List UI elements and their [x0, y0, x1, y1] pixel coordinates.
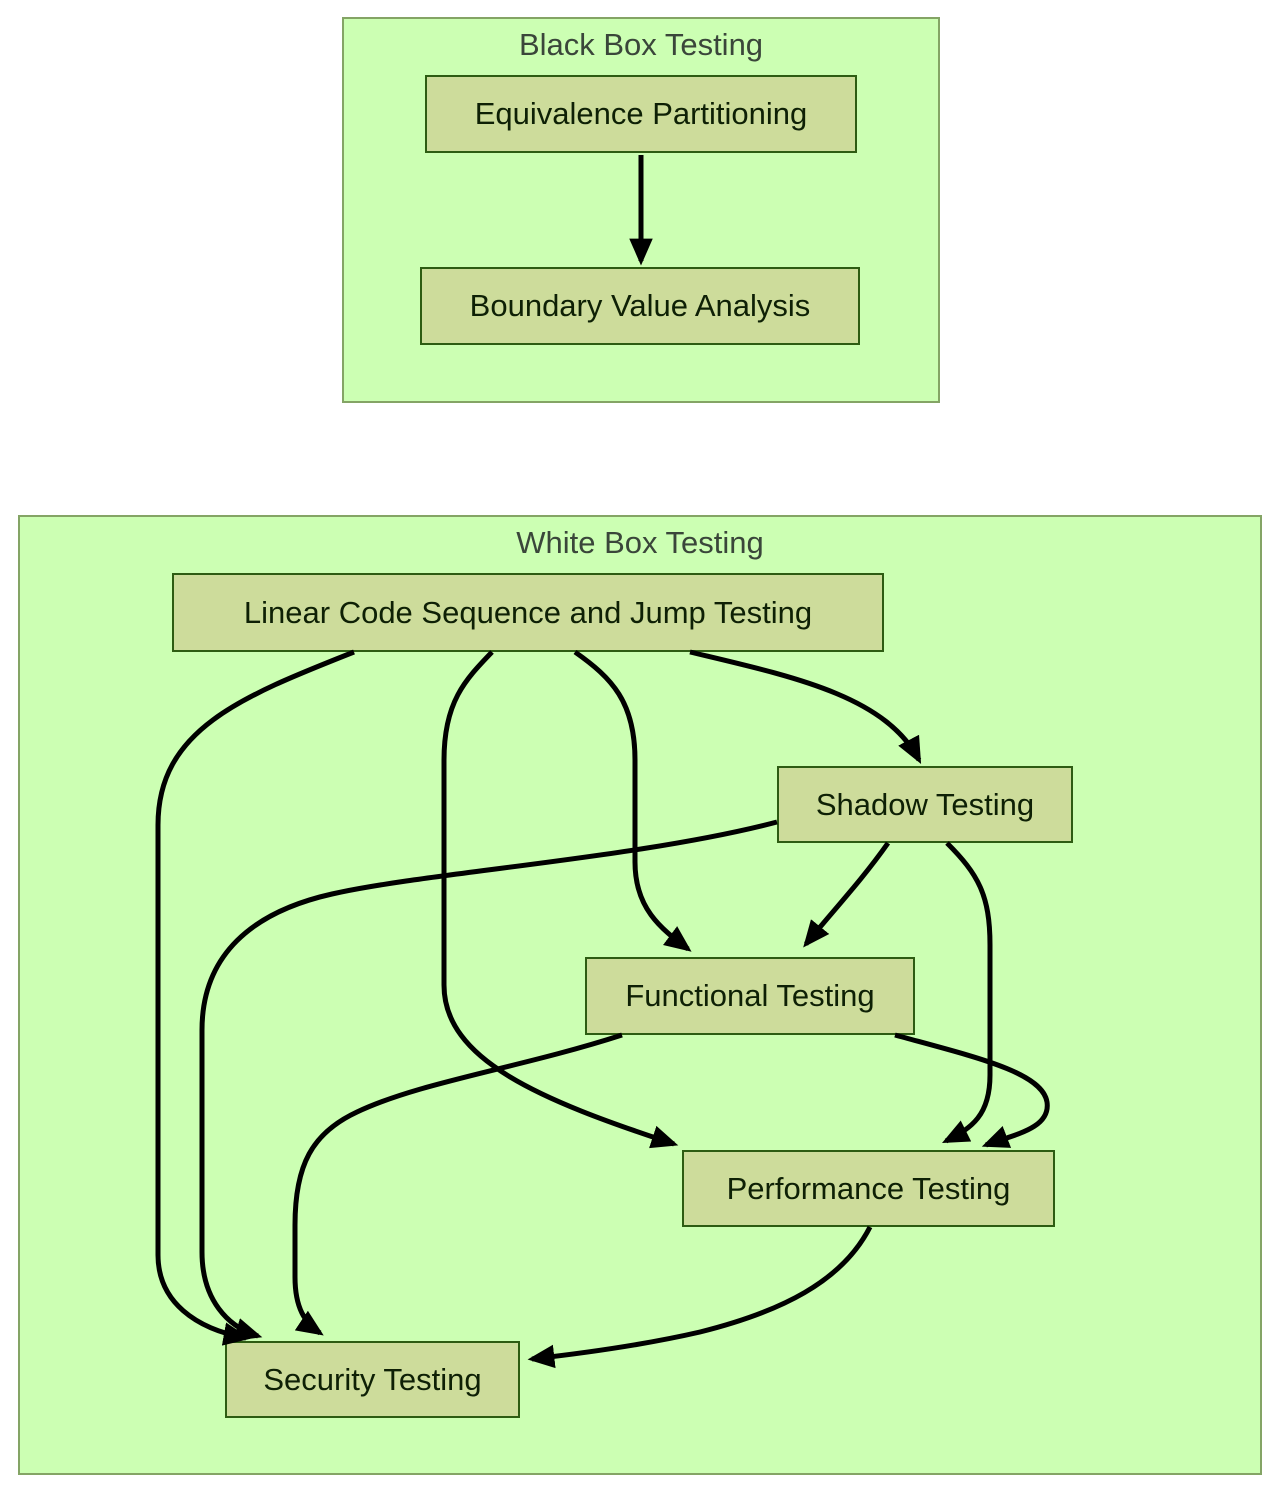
node-equivalence-partitioning: Equivalence Partitioning [425, 75, 857, 153]
node-security-testing: Security Testing [225, 1341, 520, 1418]
cluster-title: Black Box Testing [518, 27, 764, 62]
node-shadow-testing: Shadow Testing [777, 766, 1073, 843]
node-linear-code-sequence-and-jump-testing: Linear Code Sequence and Jump Testing [172, 573, 884, 652]
node-performance-testing: Performance Testing [682, 1150, 1055, 1227]
node-functional-testing: Functional Testing [585, 957, 915, 1035]
node-boundary-value-analysis: Boundary Value Analysis [420, 267, 860, 345]
cluster-title: White Box Testing [516, 525, 764, 560]
